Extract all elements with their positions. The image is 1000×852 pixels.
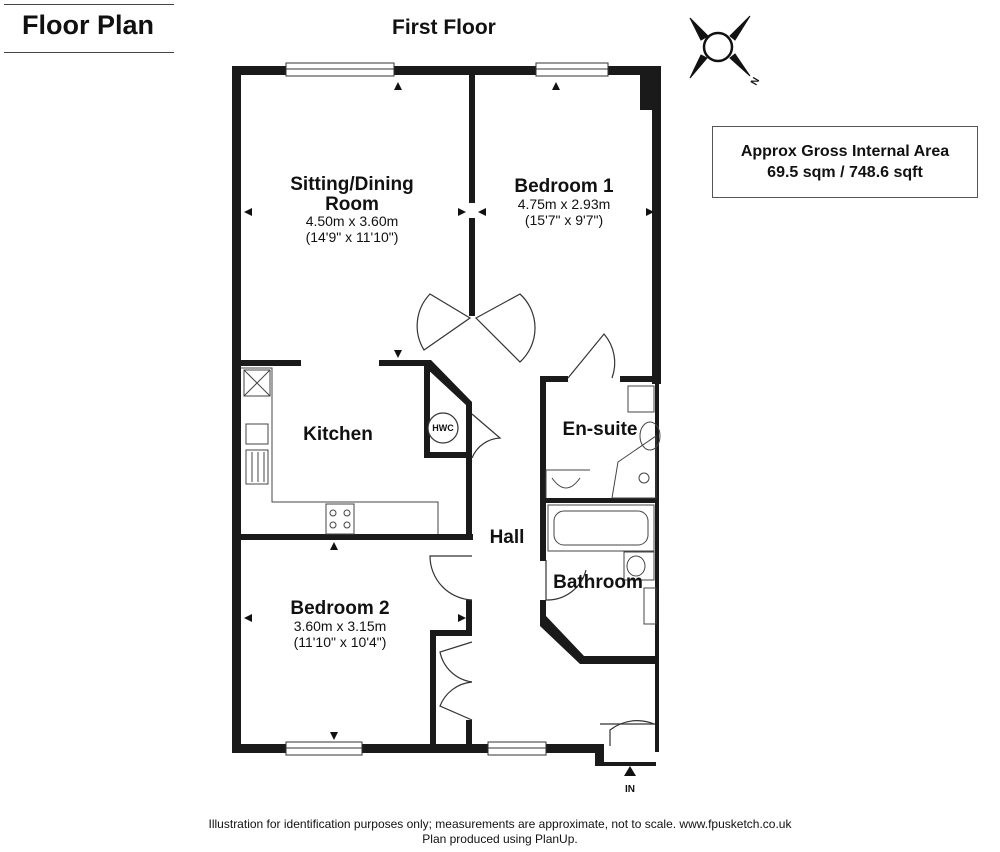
entrance-label: IN xyxy=(625,784,635,795)
windows xyxy=(285,62,609,756)
area-label: Approx Gross Internal Area xyxy=(740,143,950,160)
dimension-markers xyxy=(244,82,654,776)
doors xyxy=(416,293,655,746)
page-title: Floor Plan xyxy=(22,10,155,40)
sitting-room-dim-imperial: (14'9" x 11'10") xyxy=(306,229,399,245)
header-rule-top xyxy=(4,4,174,5)
sitting-room-name-1: Sitting/Dining xyxy=(290,174,413,195)
compass-north-label: N xyxy=(749,76,762,88)
kitchen-name: Kitchen xyxy=(303,424,373,445)
header-rule-bottom xyxy=(4,52,174,53)
bedroom1-name: Bedroom 1 xyxy=(514,176,614,197)
hwc-unit: HWC xyxy=(427,412,459,444)
hall-name: Hall xyxy=(490,527,525,548)
footer-disclaimer: Illustration for identification purposes… xyxy=(208,817,792,831)
area-box: Approx Gross Internal Area 69.5 sqm / 74… xyxy=(712,126,978,198)
area-value: 69.5 sqm / 748.6 sqft xyxy=(767,164,923,181)
floor-title: First Floor xyxy=(392,16,496,39)
bathroom-name: Bathroom xyxy=(553,572,643,593)
compass-icon: N xyxy=(689,15,762,88)
bedroom2-dim-imperial: (11'10" x 10'4") xyxy=(294,634,387,650)
hwc-label: HWC xyxy=(432,423,454,433)
footer-credit: Plan produced using PlanUp. xyxy=(422,832,578,846)
room-labels: Sitting/Dining Room 4.50m x 3.60m (14'9"… xyxy=(290,174,643,795)
bedroom1-dim-metric: 4.75m x 2.93m xyxy=(518,196,611,212)
bedroom1-dim-imperial: (15'7" x 9'7") xyxy=(525,212,603,228)
ensuite-name: En-suite xyxy=(563,419,638,440)
sitting-room-name-2: Room xyxy=(325,194,379,215)
sitting-room-dim-metric: 4.50m x 3.60m xyxy=(306,213,399,229)
walls xyxy=(232,66,661,766)
bedroom2-dim-metric: 3.60m x 3.15m xyxy=(294,618,387,634)
bedroom2-name: Bedroom 2 xyxy=(290,598,389,619)
footer: Illustration for identification purposes… xyxy=(0,817,1000,847)
fixtures xyxy=(241,367,661,625)
